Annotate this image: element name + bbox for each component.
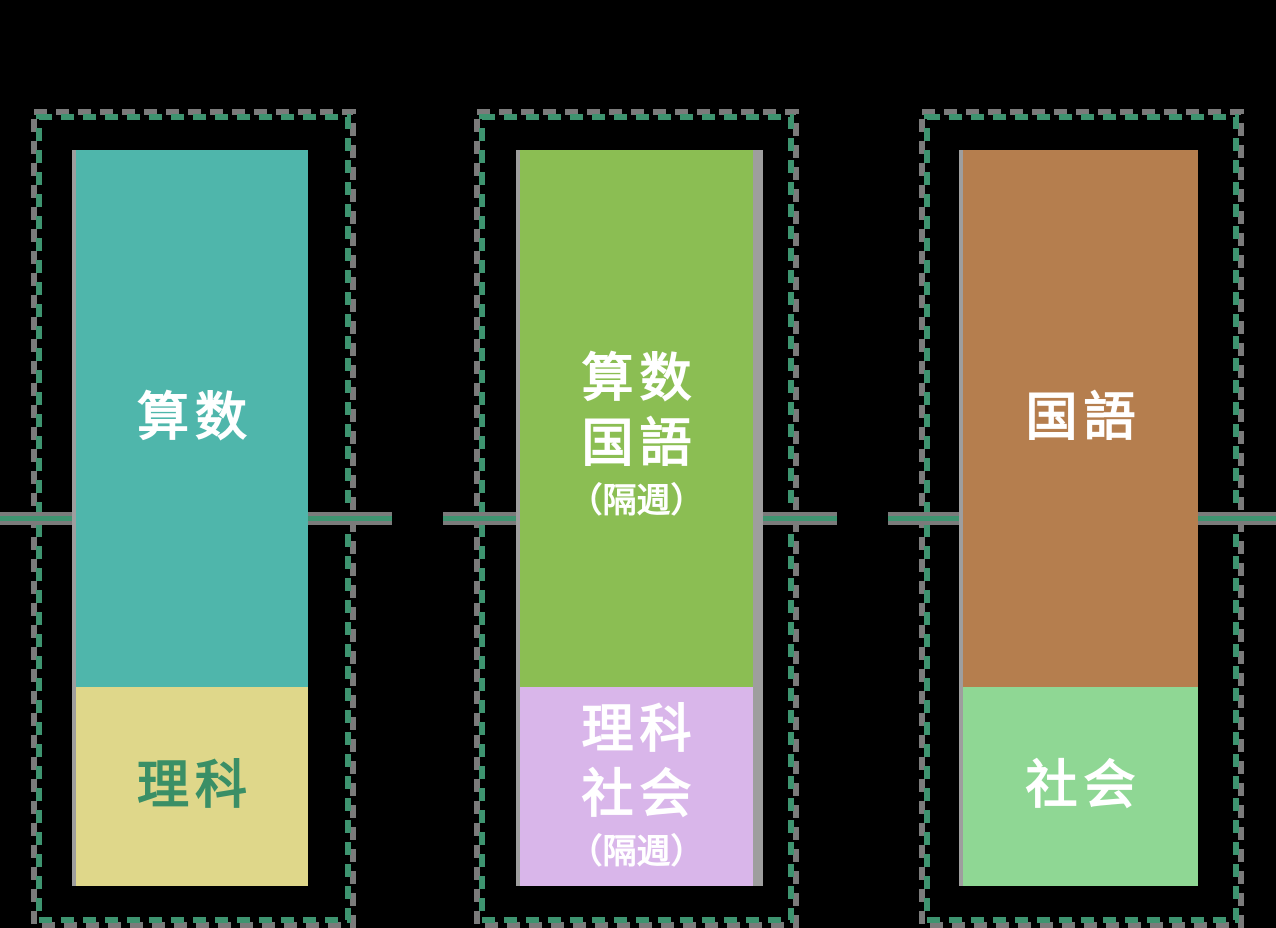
subject-label-japanese: 国語 [1025, 387, 1142, 448]
subject-label-japanese: 国語 [581, 414, 698, 475]
bar-3-top-segment-japanese: 国語 [963, 150, 1198, 687]
bar-2-right-edge [753, 150, 763, 886]
subject-label-math: 算数 [136, 387, 253, 448]
bar-1-top-segment-math: 算数 [76, 150, 308, 687]
bar-2-top-segment-math-japanese: 算数 国語 （隔週） [520, 150, 753, 687]
subject-label-science: 理科 [581, 700, 698, 761]
bar-2-left-edge [516, 150, 520, 886]
subject-label-social: 社会 [581, 765, 698, 826]
biweekly-note: （隔週） [568, 832, 705, 873]
course-bar-1: 算数 理科 [72, 150, 308, 886]
bar-2-bottom-segment-science-social: 理科 社会 （隔週） [520, 686, 753, 886]
subject-label-science: 理科 [136, 755, 253, 816]
bar-1-left-edge [72, 150, 76, 886]
biweekly-note: （隔週） [568, 481, 705, 522]
bar-1-bottom-segment-science: 理科 [76, 686, 308, 886]
bar-3-left-edge [959, 150, 963, 886]
course-bar-2: 算数 国語 （隔週） 理科 社会 （隔週） [516, 150, 763, 886]
bar-3-bottom-segment-social: 社会 [963, 686, 1198, 886]
subject-label-math: 算数 [581, 349, 698, 410]
course-bar-3: 国語 社会 [959, 150, 1198, 886]
subject-label-social: 社会 [1025, 755, 1142, 816]
